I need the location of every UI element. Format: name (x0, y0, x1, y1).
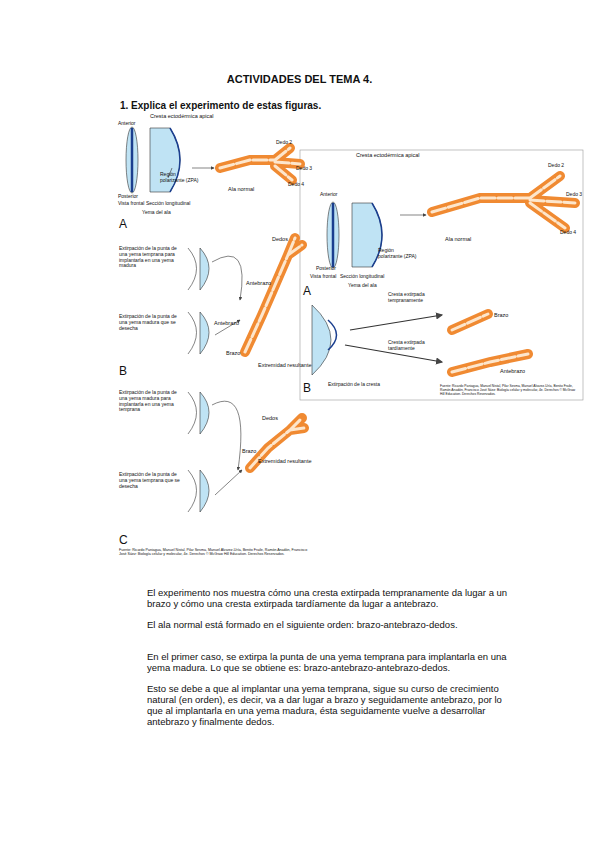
figure-label: Brazo (494, 312, 508, 318)
figure-label: Extirpación de la cresta (328, 382, 380, 388)
question: 1. Explica el experimento de estas figur… (120, 100, 321, 112)
source-note: Fuente: Ricardo Paniagua, Manuel Nistal,… (440, 385, 580, 396)
figure-label: Antebrazo (500, 368, 525, 374)
figure-label: Brazo (226, 350, 240, 356)
figure-label: Anterior (118, 121, 136, 127)
panel-letter: A (119, 218, 127, 232)
figure-label: Extirpación de la punta de una yema temp… (119, 472, 181, 489)
figure-label: Vista frontal (118, 201, 144, 207)
figure-label: Extirpación de la punta de una yema madu… (119, 314, 181, 331)
answer-paragraph: Esto se debe a que al implantar una yema… (147, 684, 519, 728)
figure-label: Ala normal (228, 186, 254, 192)
figure-label: Extremidad resultante (258, 362, 312, 368)
figure-label: Dedo 2 (276, 140, 292, 146)
figure-label: Sección longitudinal (340, 274, 384, 280)
source-note: Fuente: Ricardo Paniagua, Manuel Nistal,… (119, 548, 309, 556)
panel-letter: A (303, 285, 311, 299)
figure-label: Extirpación de la punta de una yema madu… (119, 390, 181, 413)
figure-label: Yema del ala (142, 210, 171, 216)
panel-letter: C (119, 534, 128, 548)
answer-paragraph: En el primer caso, se extirpa la punta d… (147, 652, 519, 674)
figure-label: Dedos (272, 236, 288, 242)
figure-label: Antebrazo (214, 320, 239, 326)
figure-label: Yema del ala (348, 283, 377, 289)
figure-label: Cresta ectodérmica apical (150, 113, 214, 119)
figure-label: Anterior (320, 192, 338, 198)
figure-label: Dedo 4 (560, 230, 576, 236)
page-title: ACTIVIDADES DEL TEMA 4. (0, 73, 599, 86)
figure-label: Extirpación de la punta de una yema temp… (119, 246, 181, 269)
figure-label: Antebrazo (246, 280, 271, 286)
panel-letter: B (303, 382, 311, 396)
figure-label: Dedo 2 (548, 163, 564, 169)
figure-label: Dedo 3 (566, 192, 582, 198)
figure-label: Cresta ectodérmica apical (356, 152, 420, 158)
panel-letter: B (119, 365, 127, 379)
figure-label: Posterior (316, 266, 336, 272)
figure-label: Dedo 3 (296, 166, 312, 172)
figure-label: Ala normal (445, 236, 471, 242)
figure-label: Cresta extirpada tempranamente (388, 292, 448, 304)
answer-paragraph: El experimento nos muestra cómo una cres… (147, 588, 519, 610)
answer-paragraph: El ala normal está formado en el siguien… (147, 620, 519, 631)
figure-label: Cresta extirpada tardíamente (388, 340, 448, 352)
figure-label: Brazo (242, 448, 256, 454)
figure-label: Región polarizante (ZPA) (378, 248, 418, 260)
figure-label: Sección longitudinal (146, 201, 190, 207)
figure-label: Extremidad resultante (258, 458, 312, 464)
figure-label: Región polarizante (ZPA) (160, 172, 200, 184)
figure-label: Vista frontal (310, 274, 336, 280)
figure-label: Dedo 4 (288, 182, 304, 188)
figure-label: Dedos (262, 415, 278, 421)
figure-label: Posterior (118, 194, 138, 200)
